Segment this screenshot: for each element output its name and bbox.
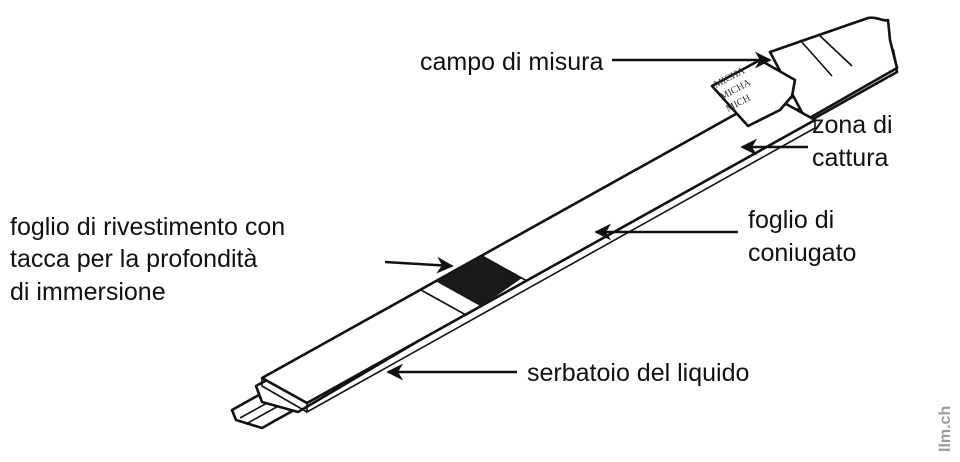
strip-end-window	[768, 16, 899, 122]
watermark: llm.ch	[937, 406, 954, 452]
label-conjugate-foil-line1: foglio di	[748, 206, 834, 234]
label-cover-foil-line1: foglio di rivestimento con	[10, 213, 285, 241]
window-band-line	[799, 39, 833, 77]
cover-foil-strip	[260, 93, 817, 405]
test-strip: MICHA MICHA MICH	[230, 16, 899, 430]
label-liquid-reservoir: serbatoio del liquido	[527, 359, 749, 387]
label-cover-foil-line3: di immersione	[10, 278, 166, 306]
cover-notch-line	[420, 289, 467, 316]
window-band-line-2	[817, 33, 853, 67]
cover-band-line	[481, 255, 528, 282]
arrow-cover-foil	[384, 256, 454, 274]
dip-depth-pad	[437, 256, 522, 306]
cover-thickness-edge	[306, 120, 816, 414]
label-cover-foil-line2: tacca per la profondità	[10, 245, 257, 273]
label-capture-zone-line1: zona di	[812, 111, 893, 139]
cover-front-edge	[261, 378, 308, 413]
label-conjugate-foil-line2: coniugato	[748, 239, 856, 267]
label-capture-zone-line2: cattura	[812, 144, 889, 172]
label-measuring-field: campo di misura	[420, 48, 603, 76]
